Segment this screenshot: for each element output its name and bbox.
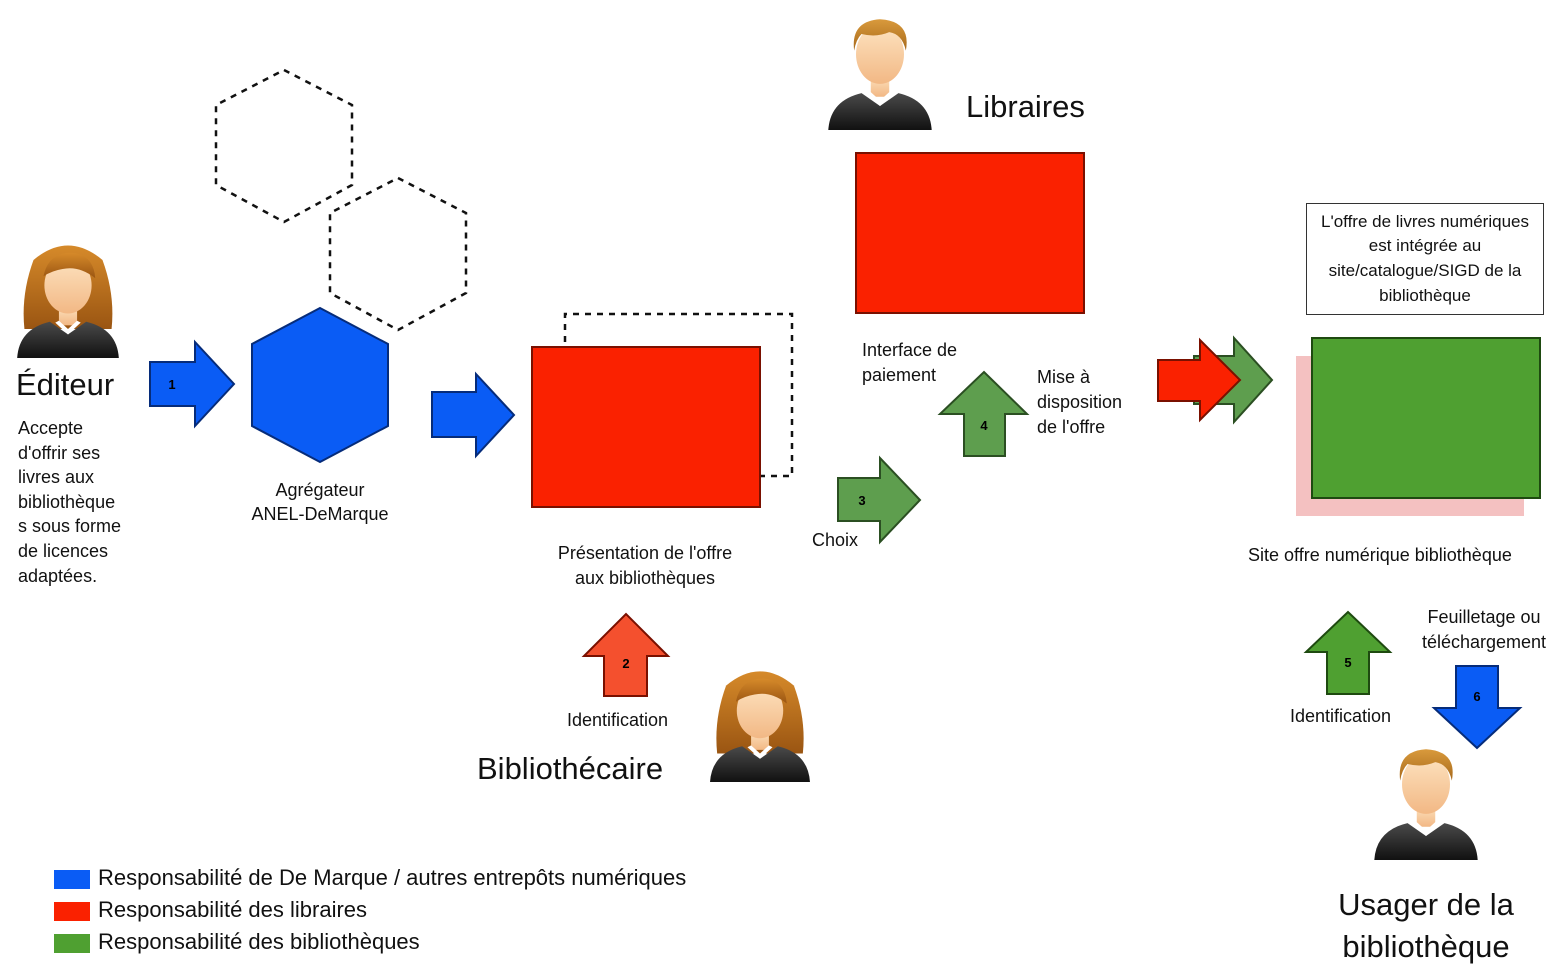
- usager-name-line: bibliothèque: [1342, 929, 1510, 964]
- editeur-description: Accepte d'offrir ses livres aux biblioth…: [18, 416, 121, 588]
- payment-label-line: Interface de: [862, 340, 958, 360]
- editeur-description-line: s sous forme: [18, 516, 122, 537]
- presentation-label-line: aux bibliothèques: [574, 568, 716, 588]
- warehouse-placeholder-2: [328, 176, 468, 332]
- usager-name-line: Usager de la: [1338, 887, 1514, 922]
- presentation-label-line: Présentation de l'offre: [557, 543, 733, 563]
- presentation-box: [531, 346, 761, 508]
- editeur-description-line: adaptées.: [18, 565, 98, 586]
- arrow-step-4: [937, 370, 1030, 457]
- arrow-red-to-site: [1157, 337, 1242, 423]
- step-4-label-line: disposition: [1037, 392, 1123, 412]
- legend-swatch-blue: [54, 870, 90, 889]
- aggregator-label-line: Agrégateur: [275, 480, 365, 500]
- arrow-step-3: [837, 455, 922, 545]
- legend-swatch-red: [54, 902, 90, 921]
- site-note: L'offre de livres numériques est intégré…: [1306, 203, 1544, 315]
- legend-swatch-green: [54, 934, 90, 953]
- editeur-description-line: d'offrir ses: [18, 442, 101, 463]
- step-4-number: 4: [980, 418, 988, 433]
- step-2-label: Identification: [567, 710, 669, 730]
- editeur-avatar: [17, 245, 119, 358]
- usager-name: Usager de la bibliothèque: [1316, 884, 1536, 968]
- libraires-name: Libraires: [966, 89, 1085, 124]
- legend-label-blue: Responsabilité de De Marque / autres ent…: [98, 865, 687, 890]
- editeur-description-line: bibliothèque: [18, 491, 116, 512]
- step-4-label: Mise à disposition de l'offre: [1037, 365, 1122, 440]
- editeur-description-line: Accepte: [18, 418, 84, 438]
- step-6-label-line: téléchargement: [1421, 632, 1547, 652]
- usager-avatar: [1374, 749, 1478, 860]
- step-6-label: Feuilletage ou téléchargement: [1406, 605, 1555, 655]
- presentation-dashed-frame: [563, 312, 794, 478]
- step-4-label-line: Mise à: [1037, 367, 1091, 387]
- bibliothecaire-avatar: [710, 671, 810, 782]
- warehouse-placeholder-1: [214, 68, 354, 224]
- step-6-number: 6: [1473, 689, 1480, 704]
- editeur-description-line: livres aux: [18, 467, 95, 488]
- site-box: [1311, 337, 1541, 499]
- editeur-name: Éditeur: [16, 367, 115, 402]
- aggregator-label-line: ANEL-DeMarque: [251, 504, 389, 524]
- arrow-aggregator-to-presentation: [431, 371, 516, 459]
- arrow-step-5: [1303, 610, 1393, 695]
- step-6-label-line: Feuilletage ou: [1427, 607, 1541, 627]
- aggregator-hexagon: [251, 306, 389, 464]
- step-5-number: 5: [1344, 655, 1351, 670]
- arrow-step-2: [581, 612, 671, 697]
- libraires-avatar: [828, 19, 932, 130]
- step-3-number: 3: [858, 493, 865, 508]
- presentation-label: Présentation de l'offre aux bibliothèque…: [520, 541, 770, 591]
- step-5-label: Identification: [1290, 706, 1392, 726]
- editeur-description-line: de licences: [18, 540, 109, 561]
- payment-interface-box: [855, 152, 1085, 314]
- legend-label-green: Responsabilité des bibliothèques: [98, 929, 420, 954]
- step-4-label-line: de l'offre: [1037, 417, 1106, 437]
- payment-label-line: paiement: [862, 365, 937, 385]
- aggregator-label: Agrégateur ANEL-DeMarque: [220, 478, 420, 526]
- arrow-step-6: [1431, 665, 1523, 750]
- legend-label-red: Responsabilité des libraires: [98, 897, 368, 922]
- step-3-label: Choix: [812, 530, 859, 550]
- step-1-number: 1: [168, 377, 175, 392]
- payment-label: Interface de paiement: [862, 338, 957, 388]
- site-label: Site offre numérique bibliothèque: [1248, 545, 1512, 565]
- step-2-number: 2: [622, 656, 629, 671]
- bibliothecaire-name: Bibliothécaire: [477, 751, 664, 786]
- arrow-step-1: [149, 339, 236, 429]
